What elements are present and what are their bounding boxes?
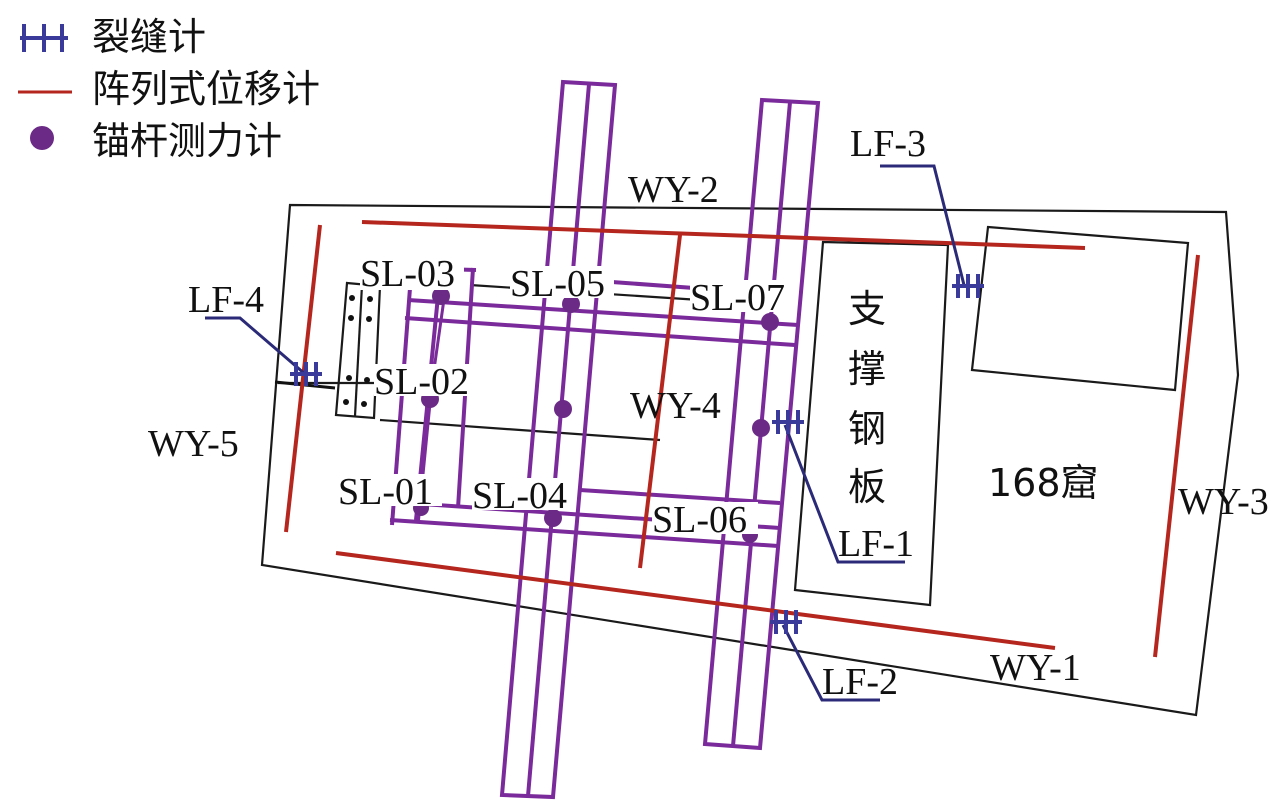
sl-07-label: SL-07 [690,277,785,319]
center-thin-line [379,418,661,442]
anchor-bolt-grid [389,79,821,800]
cave-outline [260,203,1240,717]
legend-dynamometer-icon [30,126,54,150]
lf-2-icon [770,610,802,634]
wy-3-label: WY-3 [1178,481,1269,523]
crack-meters [205,164,984,702]
support-plate-char-1: 支 [848,287,886,331]
sl-03-label: SL-03 [360,253,455,295]
sl-04-dot [544,509,562,527]
lf-4-label: LF-4 [188,279,264,321]
cave-168-label: 168窟 [988,461,1099,505]
wy-2-line [361,220,1086,250]
support-plate-char-4: 板 [848,465,886,509]
lf-1-icon [772,410,804,434]
lf-2-leader [781,624,880,702]
lf-4-leader [205,316,306,376]
wy-2-label: WY-2 [628,169,719,211]
cave-168-box [970,225,1190,392]
mid-dot [554,400,572,418]
labels: SL-03 SL-05 SL-07 SL-02 SL-01 SL-04 SL-0… [148,123,1269,703]
legend-displacement-meter-label: 阵列式位移计 [92,67,320,111]
wy-5-label: WY-5 [148,423,239,465]
sl-06-label: SL-06 [652,499,747,541]
wy-1-label: WY-1 [990,647,1081,689]
legend-crack-meter-label: 裂缝计 [92,15,206,59]
lf-3-icon [952,274,984,298]
displacement-meters [284,220,1200,658]
legend-crack-meter-icon [20,24,68,52]
wy-5-line [284,224,322,533]
lf-2-label: LF-2 [822,661,898,703]
legend: 裂缝计 阵列式位移计 锚杆测力计 [18,15,320,163]
wy-4-line [638,234,682,569]
sl-01-label: SL-01 [338,471,433,513]
sl-02-label: SL-02 [374,361,469,403]
lf-1-leader [783,424,905,564]
support-plate-char-2: 撑 [848,347,886,391]
sl-04-label: SL-04 [472,475,567,517]
lf-4-icon [290,362,322,386]
wy-3-line [1153,254,1200,658]
lf-3-leader [880,164,966,286]
lf1-dot [752,419,770,437]
support-plate-char-3: 钢 [848,407,886,451]
sl-05-label: SL-05 [510,263,605,305]
lf-1-label: LF-1 [838,523,914,565]
legend-dynamometer-label: 锚杆测力计 [92,119,282,163]
lf-3-label: LF-3 [850,123,926,165]
sl-05-dot [562,295,580,313]
wy-4-label: WY-4 [630,385,721,427]
wy-1-line [335,551,1056,650]
sl-07-dot [761,313,779,331]
sl-03-dot [432,287,450,305]
